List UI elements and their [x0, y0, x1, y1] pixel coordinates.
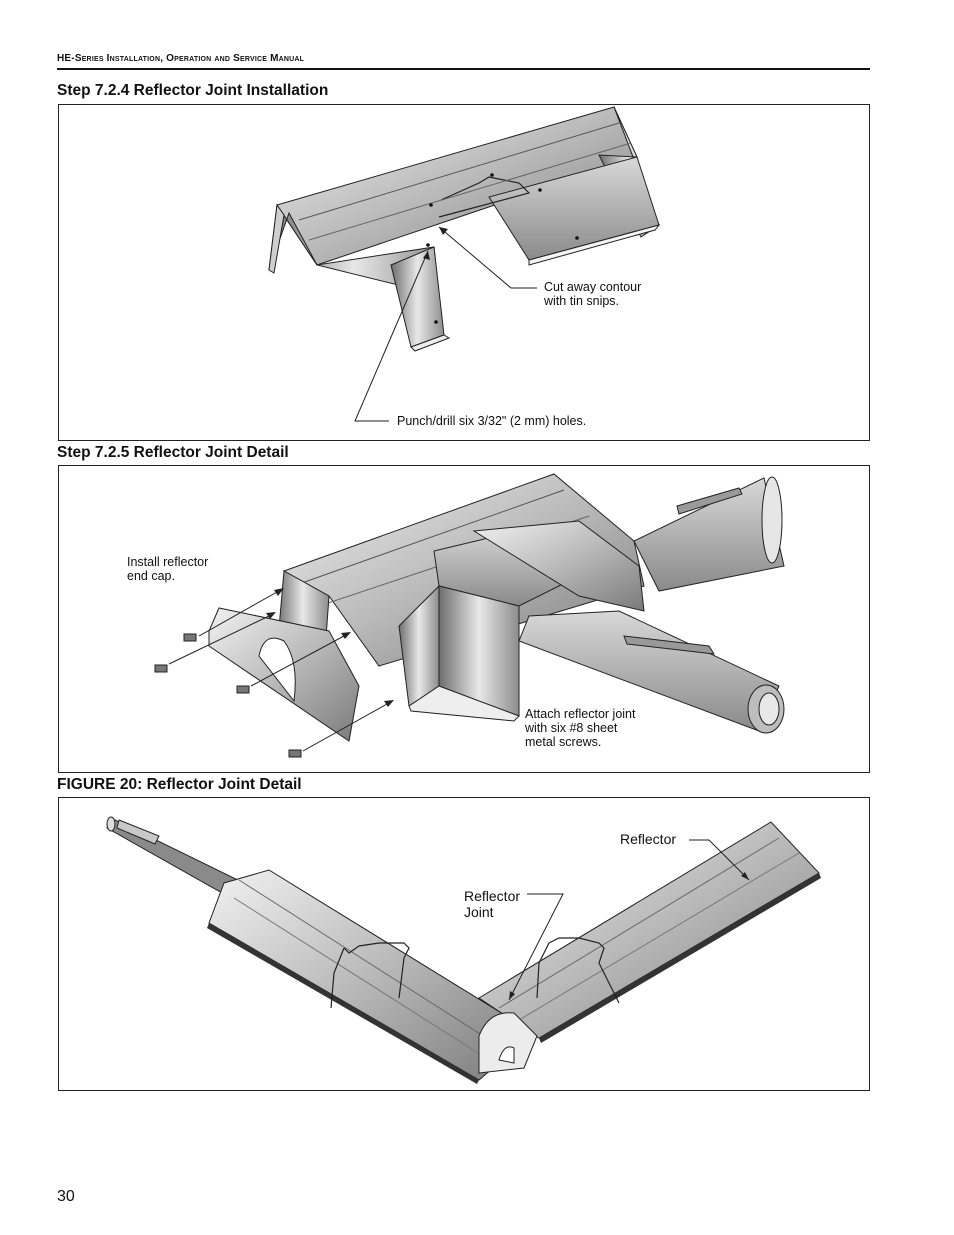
running-header: HE-Series Installation, Operation and Se… [57, 53, 304, 64]
reflector-joint-installation-illustration [268, 106, 661, 422]
step-7-2-5-caption: Step 7.2.5 Reflector Joint Detail [57, 444, 289, 461]
figure-20-caption: FIGURE 20: Reflector Joint Detail [57, 776, 302, 793]
reflector-joint-detail-illustration [154, 473, 785, 758]
callout-reflector-joint: Reflector Joint [464, 888, 521, 920]
callout-install-end-cap: Install reflector end cap. [127, 555, 209, 583]
running-header-title: HE-Series Installation, Operation and Se… [57, 53, 305, 64]
reflector-assembly-illustration [106, 816, 821, 1084]
callout-cut-away-contour: Cut away contour with tin snips. [544, 280, 642, 308]
figure-reflector-joint-detail-step: Install reflector end cap. Attach reflec… [58, 465, 870, 773]
callout-punch-drill-holes: Punch/drill six 3/32" (2 mm) holes. [397, 414, 587, 428]
page-number: 30 [57, 1188, 75, 1205]
step-7-2-4-caption: Step 7.2.4 Reflector Joint Installation [57, 82, 329, 99]
figure-20-reflector-joint-detail: Reflector Reflector Joint [58, 797, 870, 1091]
callout-attach-reflector-joint: Attach reflector joint with six #8 sheet… [525, 707, 636, 749]
header-rule [57, 68, 870, 70]
callout-reflector: Reflector [620, 831, 677, 847]
figure-reflector-joint-installation: Cut away contour with tin snips. Punch/d… [58, 104, 870, 441]
